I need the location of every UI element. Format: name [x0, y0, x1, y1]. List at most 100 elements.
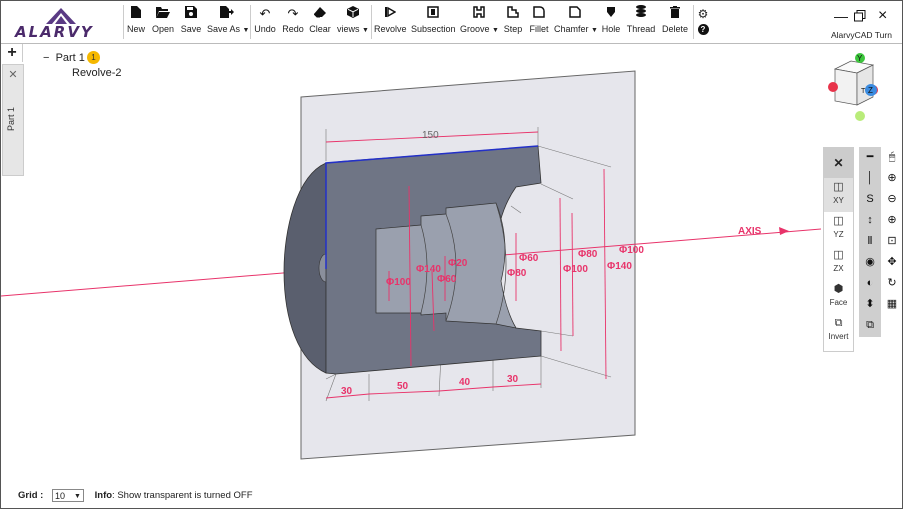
- vertical-line-icon[interactable]: │: [866, 172, 874, 184]
- zoom-tools-column: 🖱︎ ⊕ ⊖ ⊕ ⊡ ✥ ↻ ▦: [882, 147, 902, 337]
- main-toolbar: ALARVY New Open Save Save As ▼ ↶ Undo ↷ …: [1, 1, 902, 44]
- dim-phi140-inner: Φ140: [416, 264, 441, 275]
- view-invert-button[interactable]: ⧉Invert: [824, 314, 853, 348]
- chamfer-button[interactable]: Chamfer ▼: [554, 4, 598, 40]
- layers-icon[interactable]: ⧉: [866, 319, 874, 331]
- s-curve-icon[interactable]: S: [866, 193, 874, 205]
- contrast-icon[interactable]: ◐: [866, 277, 874, 289]
- redo-button[interactable]: ↷ Redo: [282, 6, 304, 34]
- plane-yz-icon: ◫: [833, 215, 844, 227]
- views-button[interactable]: views ▼: [336, 4, 370, 40]
- trash-icon: [661, 4, 689, 24]
- help-button[interactable]: ?: [696, 24, 710, 60]
- step-button[interactable]: Step: [502, 4, 524, 40]
- plane-xy-icon: ◫: [833, 181, 844, 193]
- settings-button[interactable]: ⚙: [696, 7, 710, 43]
- rotate-icon[interactable]: ↻: [887, 277, 897, 289]
- eye-icon[interactable]: ◉: [865, 256, 875, 268]
- grid-icon[interactable]: ▦: [886, 298, 898, 310]
- undo-button[interactable]: ↶ Undo: [254, 6, 276, 34]
- line-tool-icon[interactable]: ━: [866, 151, 874, 163]
- face-cube-icon: ⬢: [833, 283, 844, 295]
- dim-length-150: 150: [422, 130, 439, 141]
- up-down-icon[interactable]: ⬍: [865, 298, 875, 310]
- undo-icon: ↶: [259, 6, 271, 21]
- selected-edge: [325, 145, 539, 269]
- close-icon[interactable]: ×: [878, 7, 888, 24]
- info-text: : Show transparent is turned OFF: [112, 490, 253, 502]
- chevron-down-icon: ▼: [74, 493, 81, 500]
- chamfer-icon: [554, 4, 596, 24]
- save-as-button[interactable]: Save As ▼: [207, 4, 250, 40]
- dim-phi100-outer: Φ100: [563, 264, 588, 275]
- clear-button[interactable]: Clear: [309, 4, 331, 40]
- thread-icon: [626, 4, 656, 24]
- restore-icon[interactable]: [854, 9, 866, 25]
- save-button[interactable]: Save: [180, 4, 202, 40]
- dim-phi100-far: Φ100: [619, 245, 644, 256]
- logo-mark-icon: [46, 8, 76, 24]
- part-tab[interactable]: ✕ Part 1: [2, 64, 24, 176]
- hole-icon: [601, 4, 621, 24]
- thread-button[interactable]: Thread: [626, 4, 656, 40]
- fillet-button[interactable]: Fillet: [528, 4, 550, 40]
- subsection-icon: [411, 4, 455, 24]
- z-axis-label: Z: [868, 86, 873, 95]
- pan-icon[interactable]: ✥: [887, 256, 897, 268]
- alarvy-logo: ALARVY: [11, 7, 116, 41]
- chevron-down-icon: ▼: [591, 27, 598, 34]
- x-axis-marker[interactable]: [828, 82, 838, 92]
- new-button[interactable]: New: [126, 4, 146, 40]
- view-cube[interactable]: Y Z T: [827, 53, 881, 123]
- y-axis-marker[interactable]: [855, 53, 865, 63]
- plus-icon: +: [7, 44, 17, 61]
- inner-curve: [420, 224, 428, 314]
- zoom-out-icon[interactable]: ⊖: [887, 193, 897, 205]
- minimize-icon[interactable]: —: [834, 8, 848, 24]
- hole-button[interactable]: Hole: [601, 4, 621, 40]
- zoom-window-icon[interactable]: ⊡: [887, 235, 897, 247]
- revolve-button[interactable]: Revolve: [374, 4, 407, 40]
- view-zx-button[interactable]: ◫ZX: [824, 246, 853, 280]
- dim-phi60-left: Φ60: [437, 274, 457, 285]
- view-xy-button[interactable]: ◫XY: [824, 178, 853, 212]
- view-yz-button[interactable]: ◫YZ: [824, 212, 853, 246]
- dim-phi60-right: Φ60: [519, 253, 539, 264]
- cube-icon: [336, 4, 370, 24]
- floppy-disk-icon: [180, 4, 202, 24]
- groove-icon: [460, 4, 498, 24]
- view-face-button[interactable]: ⬢Face: [824, 280, 853, 314]
- status-bar: Grid : 10▼ Info: Show transparent is tur…: [18, 489, 253, 502]
- vertical-arrows-icon[interactable]: ↕: [867, 214, 873, 226]
- zoom-in-icon[interactable]: ⊕: [887, 172, 897, 184]
- close-view-panel-button[interactable]: ✕: [824, 148, 853, 178]
- z-axis-marker-blue[interactable]: [865, 84, 877, 96]
- save-as-icon: [207, 4, 247, 24]
- cube-face-label: T: [861, 88, 866, 95]
- subsection-button[interactable]: Subsection: [411, 4, 456, 40]
- dim-phi20: Φ20: [448, 258, 468, 269]
- open-button[interactable]: Open: [151, 4, 175, 40]
- chevron-down-icon: ▼: [242, 27, 250, 34]
- folder-open-icon: [151, 4, 175, 24]
- dim-length-40: 40: [459, 377, 471, 388]
- add-part-button[interactable]: +: [2, 44, 23, 62]
- logo-text: ALARVY: [15, 23, 94, 41]
- cylinder-end: [283, 162, 327, 374]
- delete-button[interactable]: Delete: [661, 4, 689, 40]
- column-icon[interactable]: Ⅱ: [867, 235, 873, 247]
- close-tab-icon[interactable]: ✕: [8, 69, 18, 81]
- groove-button[interactable]: Groove ▼: [460, 4, 499, 40]
- bottom-axis-marker[interactable]: [855, 111, 865, 121]
- tree-item-revolve[interactable]: Revolve-2: [72, 67, 122, 79]
- zoom-fit-icon[interactable]: ⊕: [887, 214, 897, 226]
- axis-label: AXIS: [738, 226, 762, 237]
- cad-viewport[interactable]: AXIS: [1, 44, 902, 484]
- grid-size-select[interactable]: 10▼: [51, 489, 84, 502]
- collapse-icon[interactable]: −: [43, 52, 50, 64]
- mouse-icon[interactable]: 🖱︎: [888, 151, 896, 163]
- chevron-down-icon: ▼: [362, 27, 369, 34]
- step-icon: [502, 4, 524, 24]
